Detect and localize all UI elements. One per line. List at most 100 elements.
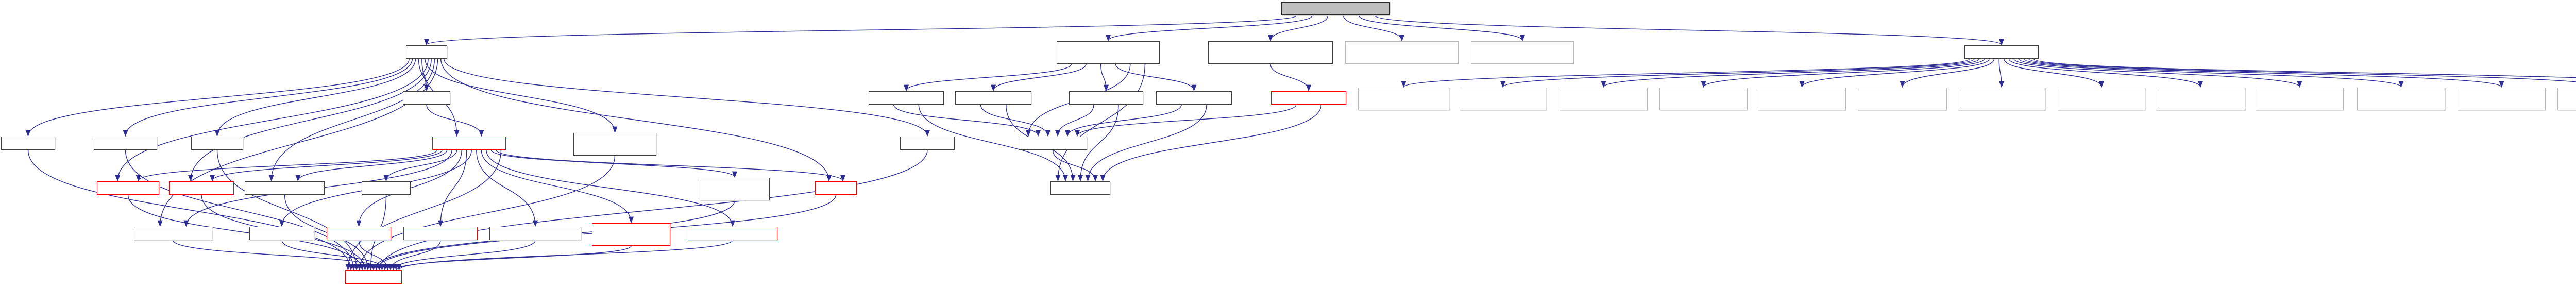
edge-msg_header-to-m5	[1799, 58, 1990, 88]
edge-node_handle-to-aso	[481, 149, 634, 224]
edge-msg_header-to-m14	[2033, 58, 2576, 78]
graph-node-init[interactable]	[815, 181, 857, 195]
edge-driver-to-port	[1100, 104, 1322, 182]
graph-node-subscriber[interactable]	[169, 181, 234, 195]
graph-node-m2[interactable]	[1460, 88, 1546, 110]
edge-node_handle-to-init	[496, 149, 845, 182]
edge-ssp-to-forwards	[357, 155, 616, 271]
graph-node-ssp[interactable]	[573, 133, 656, 156]
edge-node_handle-to-service_server	[295, 149, 448, 182]
graph-node-service_client[interactable]	[134, 227, 212, 240]
graph-node-param[interactable]	[191, 137, 243, 150]
graph-node-gbr[interactable]	[869, 91, 944, 105]
edge-monitor-to-msg_header	[1374, 15, 2004, 46]
graph-node-forwards[interactable]	[345, 270, 402, 284]
edge-ros_ros-to-topic	[418, 58, 430, 92]
edge-node_handle-to-advertise_options	[476, 149, 538, 227]
graph-node-steady_timer[interactable]	[403, 227, 478, 240]
graph-node-m11[interactable]	[2357, 88, 2445, 110]
graph-node-subscribe_options[interactable]	[688, 227, 777, 240]
edge-monitor-to-toolbox	[1268, 15, 1329, 42]
edge-service_server-to-forwards	[284, 194, 371, 271]
graph-node-m13[interactable]	[2557, 88, 2576, 110]
graph-node-this_node[interactable]	[94, 137, 157, 150]
edge-gsw-to-port	[1085, 104, 1207, 182]
graph-node-sco[interactable]	[700, 178, 770, 200]
graph-node-topic[interactable]	[403, 91, 450, 105]
edge-gsr-to-port	[1077, 104, 1119, 182]
edge-msg_header-to-m7	[1998, 58, 2005, 88]
graph-node-cmd[interactable]	[1345, 41, 1459, 64]
edge-msg_header-to-m12	[2023, 58, 2504, 88]
graph-node-m8[interactable]	[2058, 88, 2145, 110]
graph-node-publisher[interactable]	[97, 181, 159, 195]
edge-ros_ros-to-this_node	[123, 58, 413, 137]
edge-ros_ros-to-param	[214, 58, 416, 137]
graph-node-info[interactable]	[1471, 41, 1574, 64]
edge-msg_header-to-m10	[2013, 58, 2302, 88]
graph-node-m10[interactable]	[2256, 88, 2344, 110]
edge-ros_ros-to-publisher	[115, 58, 429, 182]
edge-sdk-to-port	[1055, 63, 1146, 182]
edge-param-to-forwards	[216, 149, 360, 271]
graph-node-m12[interactable]	[2458, 88, 2546, 110]
edge-names-to-forwards	[377, 149, 928, 271]
edge-msg_header-to-m8	[2004, 58, 2104, 88]
edge-monitor-to-cmd	[1343, 15, 1404, 42]
edge-this_node-to-forwards	[125, 149, 357, 271]
edge-wall_timer-to-forwards	[358, 240, 391, 271]
graph-node-master[interactable]	[1, 137, 55, 150]
graph-node-driver[interactable]	[1271, 91, 1346, 105]
edge-service_client-to-forwards	[173, 240, 385, 271]
edge-gbw-to-packet	[980, 104, 1050, 137]
graph-node-ros_ros[interactable]	[406, 45, 447, 59]
graph-node-m5[interactable]	[1758, 88, 1846, 110]
edge-publisher-to-forwards	[127, 194, 365, 271]
graph-node-gsw[interactable]	[1156, 91, 1232, 105]
edge-node_handle-to-forwards	[345, 149, 502, 271]
edge-sdk-to-gbw	[991, 63, 1087, 92]
graph-node-m4[interactable]	[1659, 88, 1748, 110]
graph-node-packet[interactable]	[1019, 137, 1087, 150]
edge-packet-to-port	[1052, 149, 1098, 182]
graph-node-sdk[interactable]	[1057, 41, 1160, 64]
graph-node-service_server[interactable]	[245, 181, 325, 195]
graph-node-gsr[interactable]	[1069, 91, 1143, 105]
graph-node-advertise_options[interactable]	[489, 227, 581, 240]
edge-gsw-to-packet	[1065, 104, 1182, 137]
edge-ros_ros-to-subscriber	[188, 58, 432, 182]
edge-msg_header-to-m13	[2028, 58, 2576, 82]
graph-node-timer[interactable]	[362, 181, 411, 195]
edge-master-to-forwards	[27, 149, 353, 271]
edge-aso-to-forwards	[394, 245, 632, 271]
graph-node-node_handle[interactable]	[432, 137, 506, 150]
edge-monitor-to-info	[1359, 15, 1525, 42]
graph-node-m7[interactable]	[1958, 88, 2045, 110]
edge-msg_header-to-m4	[1701, 58, 1985, 88]
graph-node-m9[interactable]	[2156, 88, 2245, 110]
graph-node-aso[interactable]	[592, 223, 670, 246]
graph-node-gbw[interactable]	[955, 91, 1031, 105]
graph-node-toolbox[interactable]	[1208, 41, 1333, 64]
edge-msg_header-to-m2	[1500, 58, 1975, 88]
graph-node-m3[interactable]	[1560, 88, 1648, 110]
graph-node-names[interactable]	[900, 137, 955, 150]
edge-driver-to-packet	[1075, 104, 1297, 137]
graph-node-m1[interactable]	[1358, 88, 1449, 110]
edge-timer_options-to-forwards	[281, 240, 387, 271]
edge-node_handle-to-subscribe_options	[486, 149, 735, 227]
graph-node-wall_timer[interactable]	[327, 227, 391, 240]
graph-node-msg_header[interactable]	[1964, 45, 2039, 59]
edge-sdk-to-gsr	[1100, 63, 1109, 92]
edge-msg_header-to-m9	[2008, 58, 2203, 88]
graph-node-port[interactable]	[1050, 181, 1110, 195]
edge-node_handle-to-timer	[383, 149, 457, 182]
edge-toolbox-to-driver	[1270, 63, 1312, 92]
graph-node-m6[interactable]	[1858, 88, 1947, 110]
graph-node-timer_options[interactable]	[249, 227, 314, 240]
graph-node-monitor[interactable]	[1281, 2, 1390, 15]
edge-gbr-to-port	[918, 104, 1069, 182]
edge-monitor-to-sdk	[1106, 15, 1313, 42]
